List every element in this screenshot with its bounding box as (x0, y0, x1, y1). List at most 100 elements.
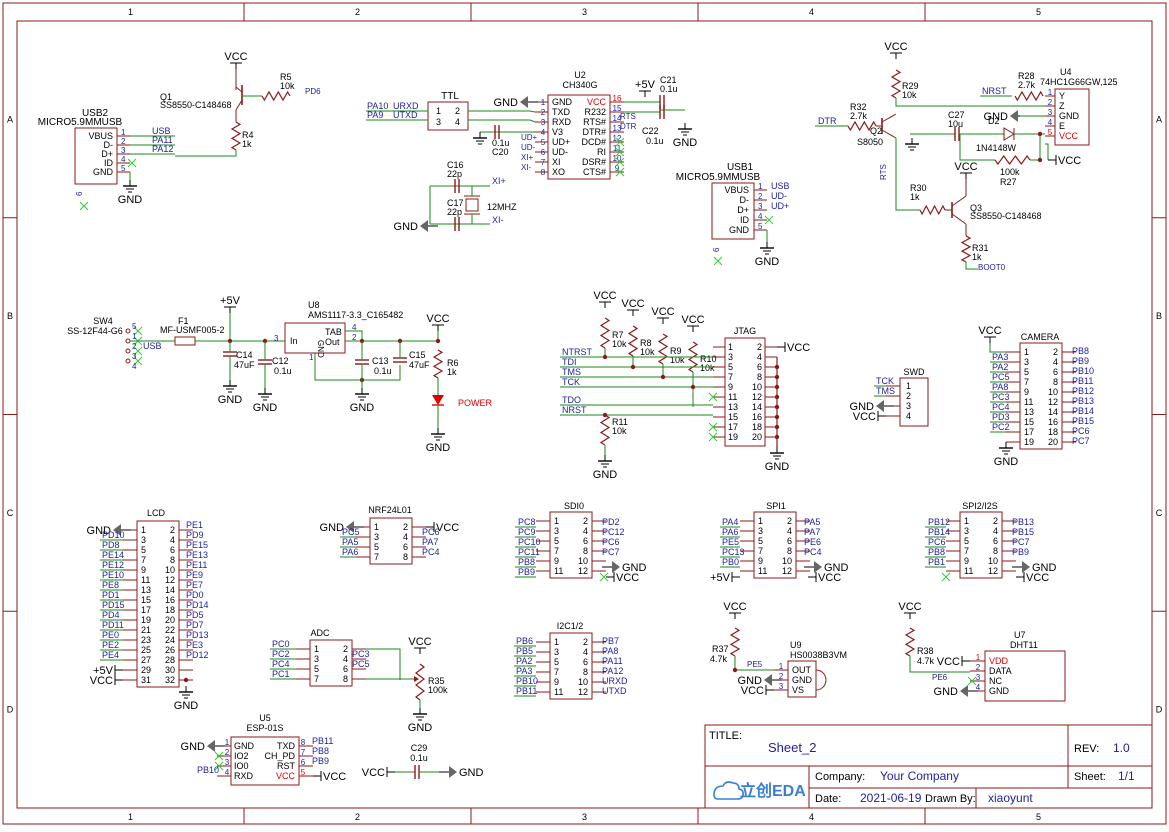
junction-dot (183, 677, 189, 683)
pin-name: CTS# (583, 167, 606, 177)
wire (895, 138, 920, 211)
ref-label: R9 (670, 346, 682, 356)
gnd-label: GND (408, 722, 433, 734)
net-label: XI+ (492, 176, 506, 186)
resistor-body (729, 627, 741, 657)
vcc-label: VCC (937, 656, 960, 668)
net-label: PB9 (1072, 356, 1089, 366)
label: 6 (583, 657, 588, 667)
label: 6 (1053, 367, 1058, 377)
label: 2 (757, 342, 762, 352)
resistor-body (627, 325, 639, 357)
resistor (432, 349, 444, 379)
value-label: 10k (280, 81, 295, 91)
ground-symbol: GND (593, 455, 617, 481)
label: 7 (728, 372, 733, 382)
ground-symbol: GND (87, 524, 131, 537)
ref-label: C27 (948, 110, 965, 120)
ground-symbol: GND (602, 561, 647, 574)
component-body (74, 127, 118, 185)
net-label: PA3 (516, 666, 532, 676)
ref-label: U8 (308, 300, 320, 310)
pin-number: 1 (541, 98, 546, 107)
ref-label: JTAG (734, 326, 756, 336)
vcc-symbol: VCC (606, 572, 639, 584)
net-label: PE6 (804, 537, 821, 547)
pin-number: 6 (75, 191, 84, 196)
drawn-value: xiaoyunt (988, 791, 1033, 805)
net-label: PE0 (102, 630, 119, 640)
net-label: URXD (393, 101, 419, 111)
stroke (133, 356, 143, 366)
ref-label: R8 (640, 338, 652, 348)
label: 5 (132, 322, 137, 331)
label: 9 (554, 677, 559, 687)
ref-label: R5 (280, 72, 292, 82)
net-label: PB12 (928, 517, 950, 527)
net-label: PC12 (602, 527, 625, 537)
frame-col-label: 1 (128, 7, 133, 17)
gnd-label: GND (1032, 562, 1057, 574)
net-label: PC7 (602, 547, 620, 557)
net-label: PE6 (932, 673, 948, 682)
gnd-label: GND (218, 394, 243, 406)
net-label: XI+ (521, 153, 534, 162)
vcc-label: VCC (1026, 572, 1049, 584)
ref-label: D2 (988, 116, 1000, 126)
junction-dot (774, 374, 780, 380)
net-label: PD9 (186, 530, 204, 540)
ref-label: U4 (1060, 67, 1072, 77)
vcc-label: VCC (898, 601, 921, 613)
gnd-label: GND (87, 525, 112, 537)
net-label: PA6 (342, 547, 358, 557)
ref-label: R28 (1018, 71, 1035, 81)
net-label: PB8 (928, 547, 945, 557)
component-body (136, 520, 180, 688)
pin-name: DSR# (582, 157, 606, 167)
ground-symbol (473, 132, 487, 145)
ground-arrow (876, 400, 884, 412)
vcc-symbol: VCC (978, 325, 1002, 343)
u4-analog-switch: U474HC1G66GW,125Y1Z2GND3E4VCC5NRSTR282.7… (905, 67, 1118, 187)
pin-number: 5 (121, 164, 126, 173)
label: 4 (906, 411, 911, 421)
ref-label: R35 (428, 676, 445, 686)
label: 3 (554, 526, 559, 536)
value-label: 0.1u (274, 366, 292, 376)
net-label: PC5 (992, 372, 1010, 382)
pin-name: TXD (277, 741, 296, 751)
ref-label: Q2 (870, 126, 882, 136)
value-label: 100k (428, 685, 448, 695)
resistor-body (890, 69, 902, 99)
value-label: 1k (447, 367, 457, 377)
label: 10 (782, 556, 792, 566)
pin-name: Z (1059, 101, 1065, 111)
value-label: 4.7k (917, 656, 935, 666)
ref-label: C16 (447, 160, 464, 170)
pin-name: D- (740, 195, 750, 205)
frame-col-label: 2 (355, 812, 360, 822)
label: 26 (165, 645, 175, 655)
net-label: PB8 (1072, 346, 1089, 356)
gnd-label: GND (984, 111, 1009, 123)
net-label: PD13 (186, 630, 209, 640)
label: 5 (554, 657, 559, 667)
ref-label: C14 (236, 350, 253, 360)
label: 2 (170, 525, 175, 535)
component-body (959, 511, 1003, 579)
net-label: PA7 (804, 527, 820, 537)
ground-arrow (420, 220, 428, 232)
vcc-label: VCC (651, 306, 674, 318)
net-label: UD+ (771, 201, 789, 211)
vcc-symbol: VCC (741, 685, 774, 697)
pin-number: 3 (779, 682, 784, 691)
label: 5 (374, 542, 379, 552)
ground-symbol: GND (934, 685, 978, 698)
resistor (657, 333, 669, 365)
net-label: PE13 (186, 550, 208, 560)
net-label: TDO (562, 395, 581, 405)
label: 3 (758, 526, 763, 536)
vcc-symbol: VCC (408, 636, 432, 654)
ground-arrow (612, 561, 620, 573)
